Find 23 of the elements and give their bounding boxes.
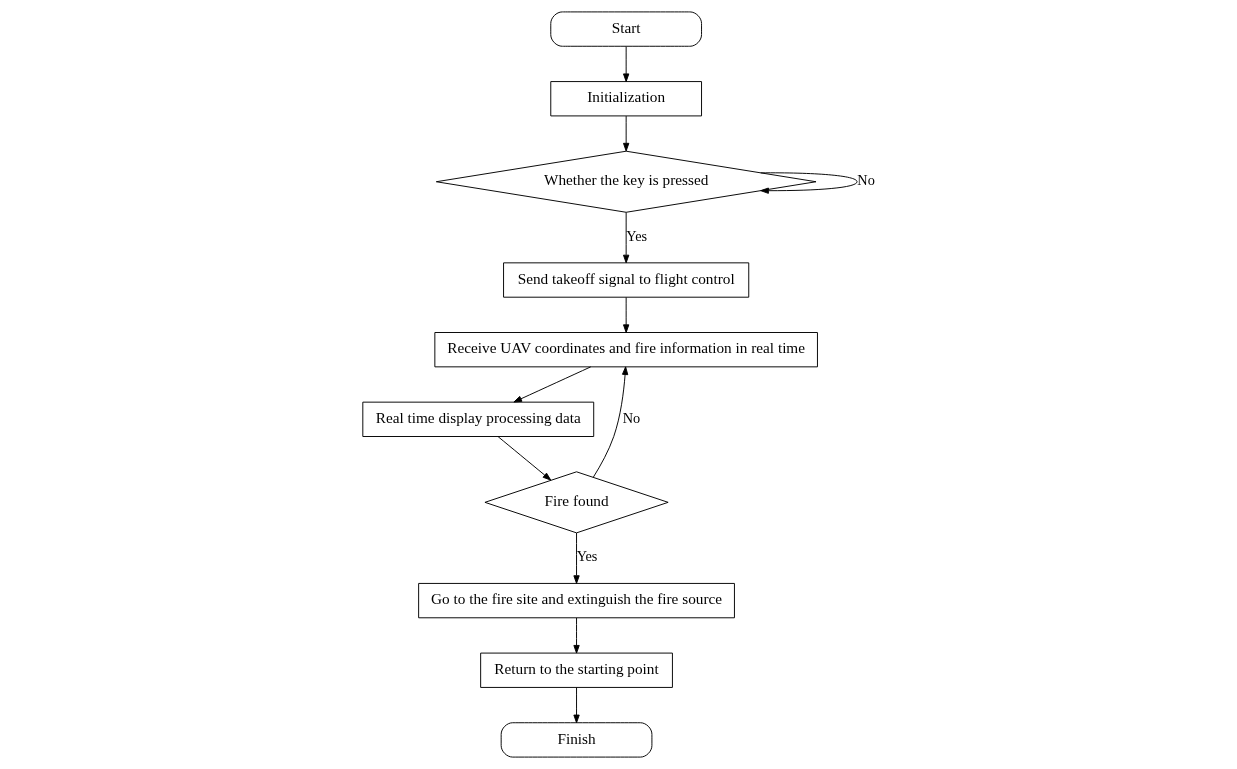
node-box: Initialization <box>549 81 702 117</box>
node-box: Send takeoff signal to flight control <box>502 262 749 298</box>
edge-label: No <box>622 409 640 426</box>
arrow <box>622 296 629 333</box>
node-box: Finish <box>500 722 652 758</box>
arrow <box>497 436 551 481</box>
node-box: Real time display processing data <box>361 401 594 437</box>
arrow <box>512 366 591 403</box>
arrow <box>622 211 629 264</box>
arrow <box>572 532 580 584</box>
edge-label: Yes <box>576 548 597 565</box>
node-box: Return to the starting point <box>479 652 673 688</box>
edge-label: No <box>856 172 875 189</box>
node-box: Go to the fire site and extinguish the fire source <box>417 582 735 619</box>
arrow <box>572 687 580 724</box>
node-box: Receive UAV coordinates and fire information in real time <box>433 332 818 368</box>
arrow <box>622 45 629 82</box>
arrow <box>759 172 858 194</box>
arrow <box>592 366 628 478</box>
node-box: Start <box>549 11 702 47</box>
node-diamond: Whether the key is pressed <box>435 150 816 213</box>
arrow <box>622 115 629 152</box>
arrow <box>572 617 580 654</box>
